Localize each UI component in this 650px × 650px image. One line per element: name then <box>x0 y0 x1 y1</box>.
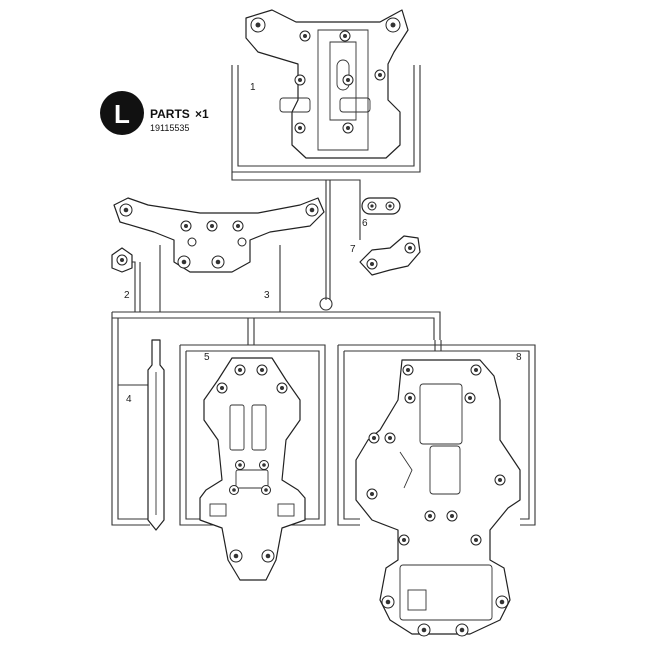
part-5-number: 5 <box>204 352 210 363</box>
part-2-number: 2 <box>124 290 130 301</box>
part-6-number: 6 <box>362 218 368 229</box>
part-1-bulkhead <box>245 9 409 159</box>
part-3-number: 3 <box>264 290 270 301</box>
parts-title: PARTS <box>150 107 190 121</box>
parts-quantity: ×1 <box>195 107 209 121</box>
parts-code: 19115535 <box>150 123 189 133</box>
part-4-rod <box>147 339 165 531</box>
part-2-clip <box>111 247 133 273</box>
part-8-number: 8 <box>516 352 522 363</box>
parts-letter-badge <box>100 91 144 135</box>
part-7-bracket <box>359 235 421 276</box>
badge-letter: L <box>114 99 130 129</box>
part-6-link <box>361 197 401 215</box>
part-8-gearbox-housing <box>355 359 521 637</box>
part-3-bumper <box>113 197 325 273</box>
part-7-number: 7 <box>350 244 356 255</box>
part-1-number: 1 <box>250 82 256 93</box>
part-5-chassis-plate <box>199 357 306 581</box>
parts-header: L PARTS ×1 19115535 <box>100 91 209 135</box>
runner-frame <box>111 65 536 526</box>
part-4-number: 4 <box>126 394 132 405</box>
